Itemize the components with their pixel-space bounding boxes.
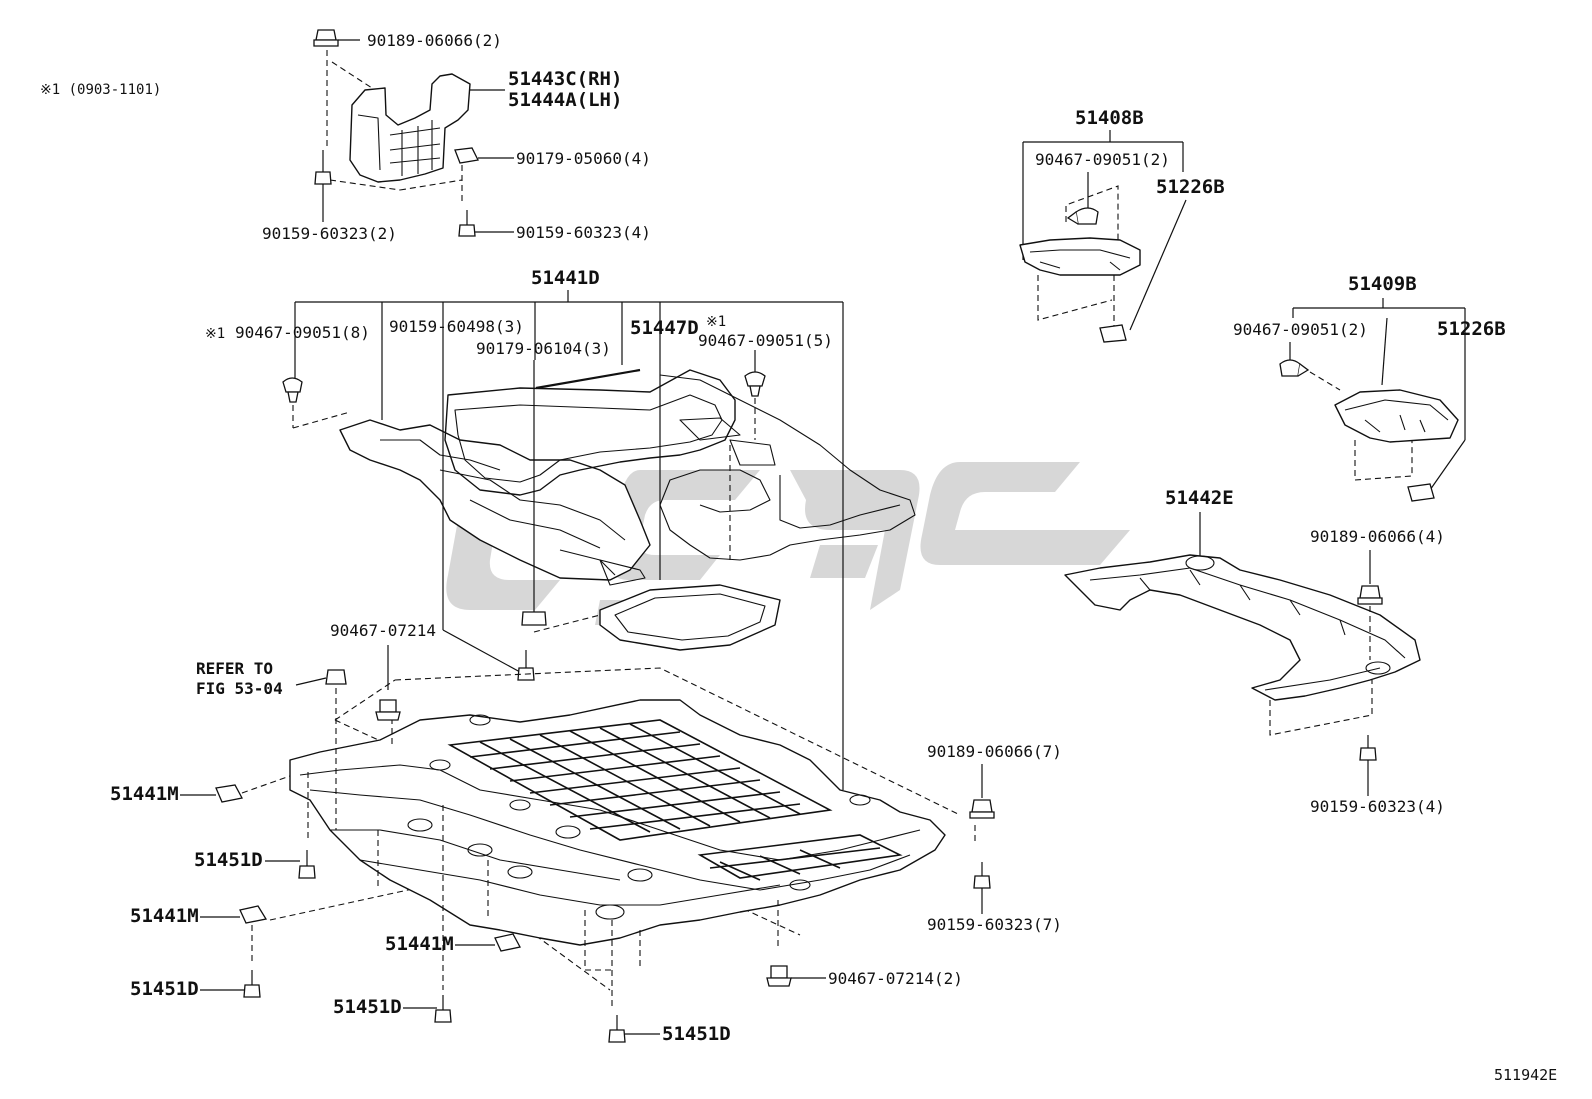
label-90467-09051-2b: 90467-09051(2) <box>1233 320 1368 339</box>
label-90467-09051-2a: 90467-09051(2) <box>1035 150 1170 169</box>
bracket-51408b <box>1019 237 1141 276</box>
note-label: ※1 (0903-1101) <box>40 82 161 98</box>
clip-90189-06066-7 <box>969 799 995 819</box>
clip-90179-06104 <box>521 611 547 626</box>
cover-51442e <box>1064 554 1421 701</box>
label-51451d-a: 51451D <box>194 849 263 871</box>
label-51441m-c: 51441M <box>385 933 454 955</box>
side-bracket-assembly: 90189-06066(2) 51443C(RH) 51444A(LH) 901… <box>262 29 651 243</box>
label-90467-09051-8: 90467-09051(8) <box>235 323 370 342</box>
bolt-51451d-b <box>243 970 261 998</box>
label-51451d-d: 51451D <box>662 1023 731 1045</box>
clip-90179-05060 <box>454 147 479 164</box>
label-90159-60323-2: 90159-60323(2) <box>262 224 397 243</box>
clip-90467-09051-left <box>282 377 303 403</box>
label-51226b-b: 51226B <box>1437 318 1506 340</box>
label-90189-06066-4: 90189-06066(4) <box>1310 527 1445 546</box>
panel-main <box>289 699 946 946</box>
bosses <box>407 714 871 920</box>
label-mark1-left: ※1 <box>205 326 225 342</box>
clip-90467-09051-2a <box>1066 207 1099 225</box>
bolt-90159-60498 <box>517 650 535 681</box>
bolt-51451d-c <box>434 995 452 1023</box>
refer-line1: REFER TO <box>196 659 273 678</box>
bracket-51409b <box>1334 389 1459 443</box>
label-51408b: 51408B <box>1075 107 1144 129</box>
bolt-51451d-d <box>608 1015 626 1043</box>
label-51441d: 51441D <box>531 267 600 289</box>
clip-90467-09051-2b <box>1279 359 1310 377</box>
label-51441m-b: 51441M <box>130 905 199 927</box>
label-90467-07214-2: 90467-07214(2) <box>828 969 963 988</box>
bolt-90159-60323-left <box>314 150 332 185</box>
clip-90467-07214 <box>375 699 401 721</box>
label-90467-09051-5: 90467-09051(5) <box>698 331 833 350</box>
refer-clip <box>325 669 347 685</box>
clip-90189-06066 <box>313 29 339 47</box>
nut-51441m-b <box>239 905 268 924</box>
label-90159-60323-4a: 90159-60323(4) <box>516 223 651 242</box>
refer-line2: FIG 53-04 <box>196 679 283 698</box>
clip-51226b-b <box>1407 483 1435 502</box>
label-51447d: 51447D <box>630 317 699 339</box>
group-51409b: 51409B 90467-09051(2) 51226B <box>1233 273 1506 502</box>
label-90189-06066-2: 90189-06066(2) <box>367 31 502 50</box>
label-51226b-a: 51226B <box>1156 176 1225 198</box>
label-mark1-right: ※1 <box>706 314 726 330</box>
nut-51441m-c <box>494 933 521 952</box>
label-90159-60323-7: 90159-60323(7) <box>927 915 1062 934</box>
tray-panel <box>599 584 781 651</box>
clip-90467-07214-2 <box>766 965 792 987</box>
bolt-90159-60323-7 <box>973 862 991 889</box>
label-90189-06066-7: 90189-06066(7) <box>927 742 1062 761</box>
main-under-cover <box>269 667 976 1010</box>
label-51451d-c: 51451D <box>333 996 402 1018</box>
label-90467-07214: 90467-07214 <box>330 621 436 640</box>
bolt-90159-60323-4b <box>1359 735 1377 761</box>
label-51409b: 51409B <box>1348 273 1417 295</box>
label-90179-06104-3: 90179-06104(3) <box>476 339 611 358</box>
label-51444a: 51444A(LH) <box>508 89 622 111</box>
clip-90467-09051-right <box>744 371 766 397</box>
label-51442e: 51442E <box>1165 487 1234 509</box>
figure-code: 511942E <box>1494 1066 1557 1084</box>
label-51451d-b: 51451D <box>130 978 199 1000</box>
panel-51441d-left <box>339 419 651 581</box>
bolt-90159-60323-right <box>458 210 476 237</box>
group-51408b: 51408B 90467-09051(2) 51226B <box>1019 107 1225 343</box>
label-90159-60498-3: 90159-60498(3) <box>389 317 524 336</box>
clip-90189-06066-4 <box>1357 585 1383 605</box>
clip-51226b-a <box>1099 324 1127 343</box>
label-90159-60323-4b: 90159-60323(4) <box>1310 797 1445 816</box>
group-51441d: 51441D ※1 90467-09051(8) 90159-60498(3) … <box>205 267 916 790</box>
nut-51441m-a <box>215 784 243 803</box>
label-51441m-a: 51441M <box>110 783 179 805</box>
bolt-51451d-a <box>298 850 316 879</box>
bracket-51443c <box>349 73 471 183</box>
panel-51447d <box>444 369 736 496</box>
group-51442e: 51442E 90189-06066(4) 90159-60323(4) <box>1064 487 1445 816</box>
label-51443c: 51443C(RH) <box>508 68 622 90</box>
grid-reinforcement <box>447 719 903 881</box>
label-90179-05060-4: 90179-05060(4) <box>516 149 651 168</box>
